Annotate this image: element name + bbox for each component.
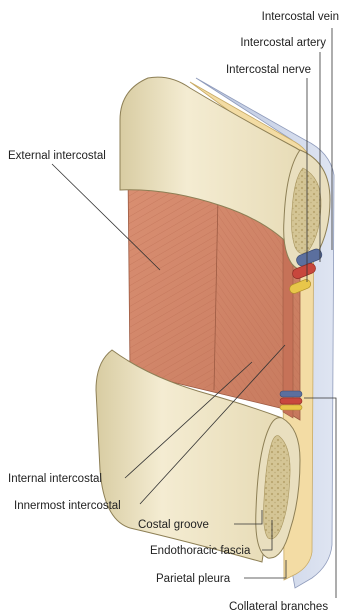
label-endothoracic-fascia: Endothoracic fascia: [150, 545, 251, 557]
label-intercostal-nerve: Intercostal nerve: [226, 64, 311, 76]
label-intercostal-vein: Intercostal vein: [262, 11, 339, 23]
external-intercostal-muscle: [128, 175, 218, 390]
collateral-branches-bundle: [280, 391, 302, 410]
label-intercostal-artery: Intercostal artery: [240, 37, 326, 49]
label-innermost-intercostal: Innermost intercostal: [14, 500, 121, 512]
label-collateral-branches: Collateral branches: [229, 601, 328, 613]
label-costal-groove: Costal groove: [138, 519, 209, 531]
label-internal-intercostal: Internal intercostal: [8, 473, 102, 485]
label-external-intercostal: External intercostal: [8, 150, 106, 162]
label-parietal-pleura: Parietal pleura: [156, 573, 231, 585]
